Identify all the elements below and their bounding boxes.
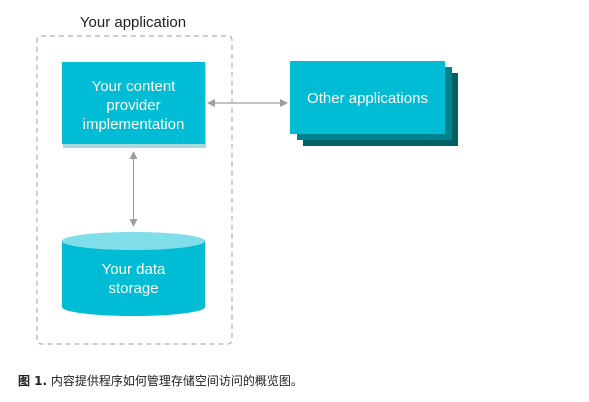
provider-line-1: Your content xyxy=(92,78,177,95)
storage-line-1: Your data xyxy=(102,261,166,278)
data-storage-cylinder: Your data storage xyxy=(62,232,205,316)
other-applications-stack: Other applications xyxy=(290,61,458,146)
figure-label: 图 1. xyxy=(18,374,48,388)
other-apps-front-card xyxy=(290,61,445,134)
figure-caption: 图 1. 内容提供程序如何管理存储空间访问的概览图。 xyxy=(18,372,303,389)
container-label: Your application xyxy=(80,14,186,31)
provider-line-2: provider xyxy=(106,97,160,114)
caption-text: 内容提供程序如何管理存储空间访问的概览图。 xyxy=(47,374,303,388)
content-provider-box: Your content provider implementation xyxy=(62,62,206,148)
cylinder-top xyxy=(62,232,205,250)
storage-line-2: storage xyxy=(108,280,158,297)
application-container xyxy=(36,35,233,345)
provider-line-3: implementation xyxy=(83,116,185,133)
other-apps-label: Other applications xyxy=(307,90,428,107)
